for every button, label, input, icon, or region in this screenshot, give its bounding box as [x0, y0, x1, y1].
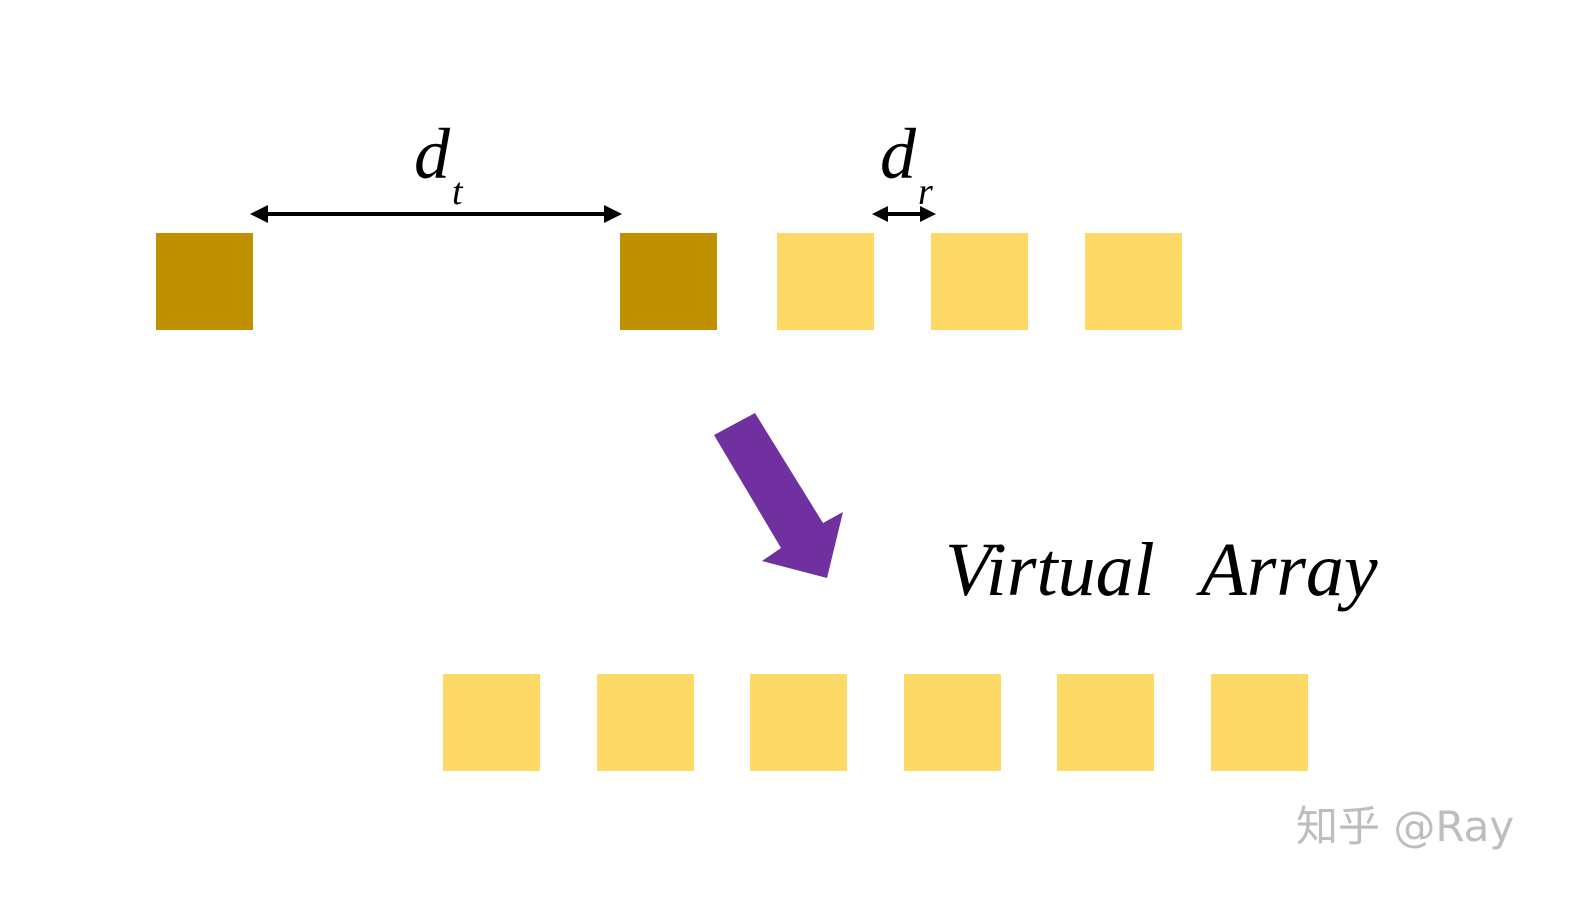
virtual-element [597, 674, 694, 771]
transform-arrow [714, 413, 843, 578]
dt-spacing-arrow [250, 205, 622, 223]
dt-symbol: d [414, 114, 450, 194]
dr-subscript: r [918, 171, 933, 213]
dt-label: dt [414, 118, 463, 211]
virtual-array-label: Virtual Array [945, 528, 1378, 612]
dt-subscript: t [452, 171, 463, 213]
receive-element [777, 233, 874, 330]
receive-element [1085, 233, 1182, 330]
watermark: 知乎 @Ray [1296, 802, 1515, 851]
virtual-element [904, 674, 1001, 771]
virtual-element [1057, 674, 1154, 771]
virtual-element [750, 674, 847, 771]
transmit-element [156, 233, 253, 330]
dr-label: dr [880, 118, 933, 211]
dr-symbol: d [880, 114, 916, 194]
virtual-element [443, 674, 540, 771]
receive-element [931, 233, 1028, 330]
virtual-element [1211, 674, 1308, 771]
dr-spacing-arrow [872, 206, 936, 222]
transmit-element [620, 233, 717, 330]
